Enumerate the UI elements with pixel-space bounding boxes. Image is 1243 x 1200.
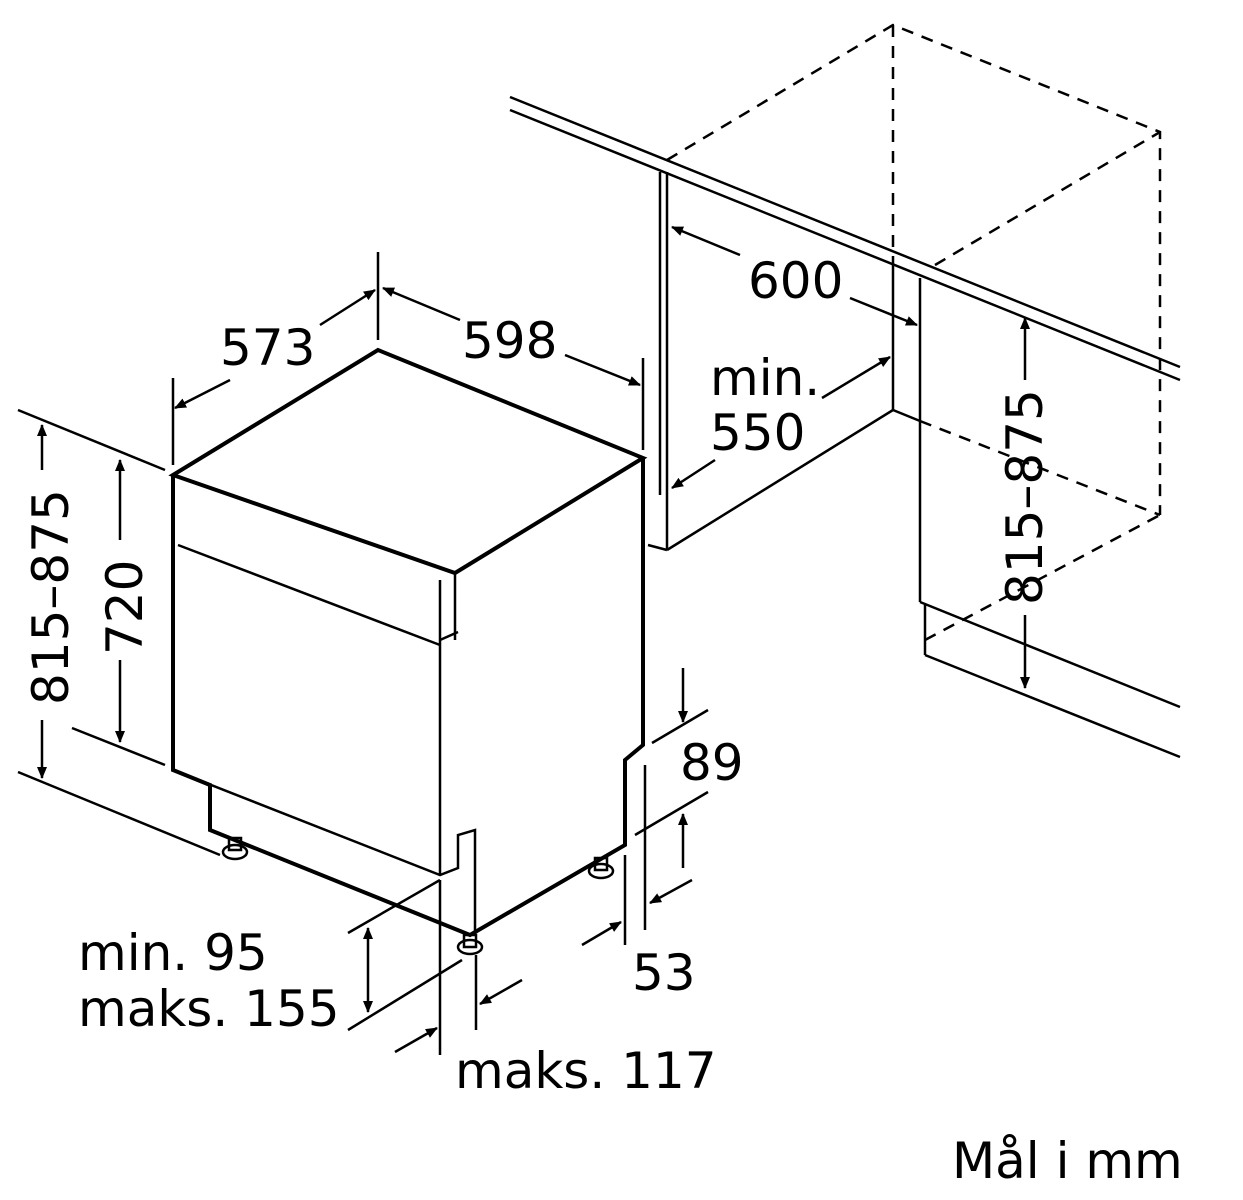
height-range-left-label: 815–875 bbox=[22, 489, 80, 705]
plinth-53-label: 53 bbox=[632, 944, 696, 1002]
depth-label: 573 bbox=[220, 319, 315, 377]
dimension-lines bbox=[17, 225, 1030, 1055]
niche-width-label: 600 bbox=[748, 252, 843, 310]
plinth-89-label: 89 bbox=[680, 734, 744, 792]
foot-max-label: maks. 155 bbox=[78, 980, 340, 1038]
dishwasher-body bbox=[168, 347, 648, 938]
appliance-height-label: 720 bbox=[96, 560, 154, 655]
niche-min-label: min. bbox=[710, 349, 820, 407]
width-label: 598 bbox=[462, 312, 557, 370]
cabinet-hidden-lines bbox=[666, 23, 1162, 642]
height-range-right-label: 815–875 bbox=[996, 389, 1054, 605]
unit-note: Mål i mm bbox=[952, 1132, 1183, 1190]
cabinet-niche bbox=[509, 95, 1181, 759]
door-max-label: maks. 117 bbox=[455, 1042, 717, 1100]
foot-min-label: min. 95 bbox=[78, 924, 268, 982]
niche-min-value: 550 bbox=[710, 404, 805, 462]
dishwasher-feet bbox=[221, 836, 615, 956]
